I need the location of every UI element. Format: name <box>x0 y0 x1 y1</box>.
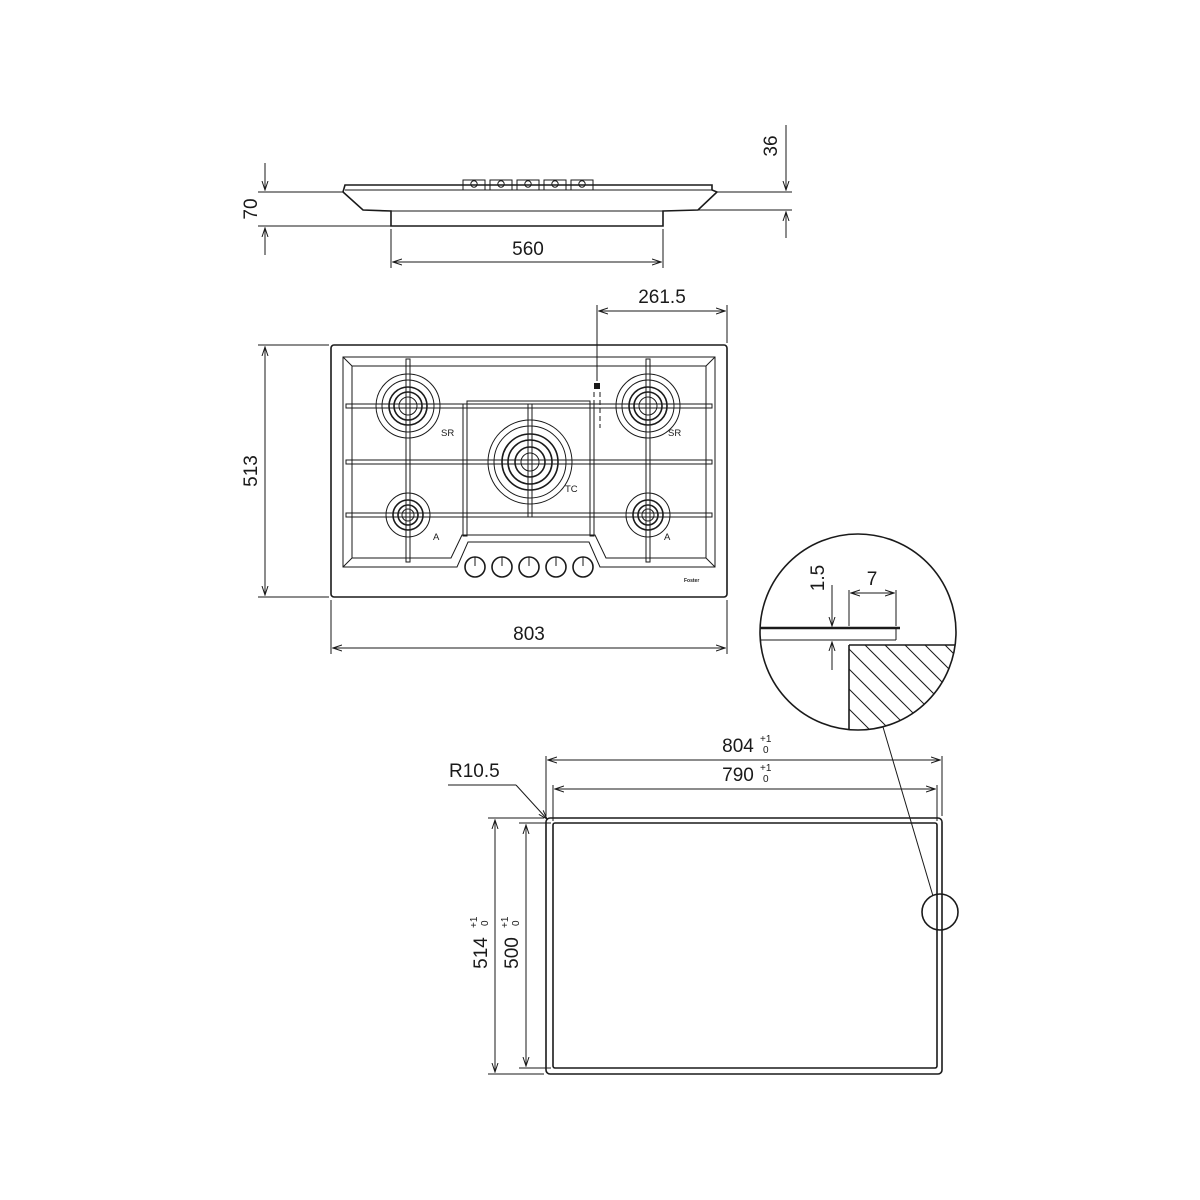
cutout-outer-width-label: 804 <box>722 736 754 757</box>
cutout-outer-width-tol-plus: +1 <box>760 734 772 745</box>
cutout-outer-width-tol-zero: 0 <box>763 745 769 756</box>
top-view: SR SR TC A A Foster <box>241 287 728 654</box>
side-height-label: 70 <box>241 198 262 219</box>
side-view: 70 36 560 <box>241 125 792 268</box>
cutout-inner-width-label: 790 <box>722 765 754 786</box>
detail-view: 1.5 7 <box>759 533 957 897</box>
cutout-outer-depth-label: 514 <box>471 937 492 969</box>
cutout-outer-depth-tol-plus: +1 <box>469 916 480 928</box>
burner-label-bottom-right: A <box>664 532 671 543</box>
side-thickness-label: 36 <box>761 135 782 156</box>
worktop-hatch <box>848 644 956 730</box>
brand-logo: Foster <box>684 578 699 584</box>
cutout-inner-width-tol-zero: 0 <box>763 774 769 785</box>
detail-width-label: 7 <box>867 569 878 590</box>
detail-height-label: 1.5 <box>808 565 829 591</box>
burner-label-bottom-left: A <box>433 532 440 543</box>
cutout-inner-width-tol-plus: +1 <box>760 763 772 774</box>
burner-label-top-left: SR <box>441 428 454 439</box>
top-offset-label: 261.5 <box>638 287 686 308</box>
cutout-outer-depth-tol-zero: 0 <box>480 920 491 926</box>
burner-bottom-right <box>625 492 671 538</box>
cutout-inner-depth-tol-zero: 0 <box>511 920 522 926</box>
burner-center <box>487 419 573 505</box>
cutout-view: 804 +1 0 790 +1 0 514 +1 0 500 +1 0 R10.… <box>448 734 959 1075</box>
cutout-inner-depth-tol-plus: +1 <box>500 916 511 928</box>
cutout-inner-depth-label: 500 <box>502 937 523 969</box>
radius-label: R10.5 <box>449 761 500 782</box>
burner-label-top-right: SR <box>668 428 681 439</box>
side-body-width-label: 560 <box>512 239 544 260</box>
side-knobs <box>462 179 594 191</box>
burner-top-right <box>615 373 681 439</box>
burner-bottom-left <box>385 492 431 538</box>
control-knobs <box>464 556 594 578</box>
detail-reference-circle <box>921 893 959 931</box>
top-width-label: 803 <box>513 624 545 645</box>
gas-connection-marker <box>593 383 601 428</box>
burner-top-left <box>375 373 441 439</box>
grate-bars <box>345 358 713 563</box>
burner-label-center: TC <box>565 484 578 495</box>
top-depth-label: 513 <box>241 455 262 487</box>
